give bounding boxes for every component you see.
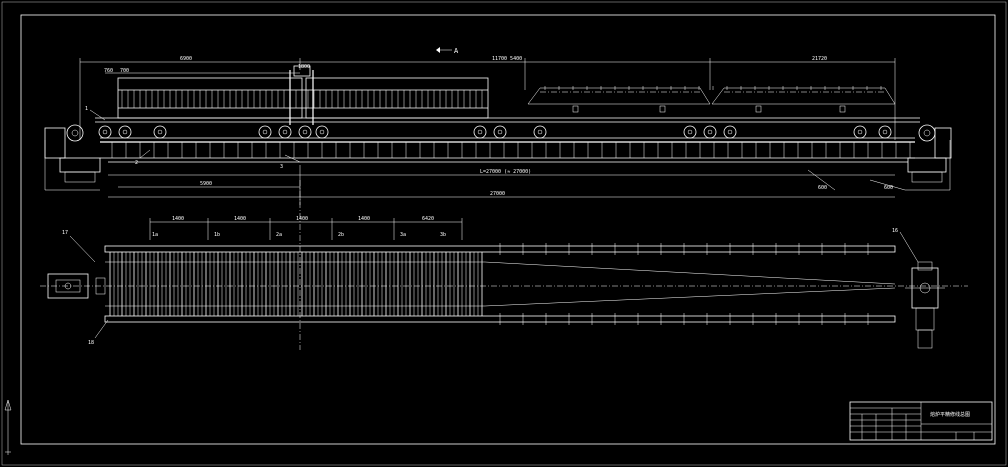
roller-hub (497, 129, 503, 135)
roller (153, 125, 167, 139)
roller (723, 125, 737, 139)
dim-bottom-left: 5900 (200, 181, 212, 187)
dim-mid-ref: 1800 (298, 64, 310, 70)
plan-dense-slats (109, 252, 483, 316)
plan-mark-6: 3b (440, 232, 446, 238)
roller-hub (882, 129, 888, 135)
roller-hub (282, 129, 288, 135)
roller-hub (537, 129, 543, 135)
callout-1: 1 (85, 106, 88, 112)
right-rack-ticks (544, 86, 882, 90)
ucs-axis-icon (4, 399, 12, 455)
roller-hub (262, 129, 268, 135)
roller (118, 125, 132, 139)
right-drive-unit (905, 124, 952, 191)
elevation-view: 6900 11700 5400 21720 760 700 1800 (44, 56, 952, 205)
conveyor-rails (95, 117, 920, 163)
plan-callouts: 17 16 18 (62, 228, 919, 346)
roller-hub (727, 129, 733, 135)
callout-18: 18 (88, 340, 94, 346)
base-frame-ticks (111, 142, 911, 158)
plan-mark-5: 3a (400, 232, 406, 238)
roller-hub (122, 129, 128, 135)
plan-dim-2: 1400 (234, 216, 246, 222)
plan-mark-3: 2a (276, 232, 282, 238)
plan-rail-ticks (499, 243, 869, 325)
rack-slats (121, 90, 483, 108)
dim-small-left-2: 700 (120, 68, 129, 74)
callout-3: 3 (280, 164, 283, 170)
roller-hub (707, 129, 713, 135)
dim-overall: 27000 (490, 191, 505, 197)
roller (315, 125, 329, 139)
conveyor-rollers (98, 125, 892, 139)
plan-view: 1400 1400 1400 1400 6420 1a 1b 2a 2b 3a … (40, 216, 968, 349)
title-block-drawing-title: 熔炉平精修线总图 (930, 411, 970, 418)
inner-frame (20, 14, 996, 445)
section-marker-label: A (454, 47, 459, 55)
roller-hub (857, 129, 863, 135)
dim-overall-note: L=27000 (≈ 27000) (480, 169, 531, 175)
left-rack-assembly (117, 65, 489, 125)
plan-mark-1: 1a (152, 232, 158, 238)
elevation-top-dimensions: 6900 11700 5400 21720 760 700 1800 (79, 56, 896, 140)
dim-small-left: 760 (104, 68, 113, 74)
roller (98, 125, 112, 139)
plan-mark-4: 2b (338, 232, 344, 238)
plan-dim-5: 6420 (422, 216, 434, 222)
roller-hub (477, 129, 483, 135)
dim-support-right: 600 (884, 185, 893, 191)
right-rack-assembly (527, 86, 896, 113)
section-marker: A (436, 47, 459, 55)
elevation-bottom-dimensions: 5900 L=27000 (≈ 27000) 27000 600 600 (108, 165, 906, 205)
elevation-callouts: 1 2 3 (85, 106, 301, 170)
plan-dim-1: 1400 (172, 216, 184, 222)
roller-hub (319, 129, 325, 135)
roller (533, 125, 547, 139)
roller (278, 125, 292, 139)
plan-dimensions: 1400 1400 1400 1400 6420 1a 1b 2a 2b 3a … (149, 216, 463, 240)
dim-right-span: 21720 (812, 56, 827, 62)
roller (853, 125, 867, 139)
plan-dim-4: 1400 (358, 216, 370, 222)
dim-support-left: 600 (818, 185, 827, 191)
plan-left-end-unit (47, 273, 106, 299)
roller-hub (102, 129, 108, 135)
callout-2: 2 (135, 160, 138, 166)
roller (298, 125, 312, 139)
roller (878, 125, 892, 139)
left-drive-unit (44, 124, 101, 191)
dim-left-span: 6900 (180, 56, 192, 62)
roller-hub (687, 129, 693, 135)
plan-dim-3: 1400 (296, 216, 308, 222)
plan-mark-2: 1b (214, 232, 220, 238)
roller (683, 125, 697, 139)
dim-middle-span: 11700 5400 (492, 56, 522, 62)
roller-hub (157, 129, 163, 135)
callout-16: 16 (892, 228, 898, 234)
roller (703, 125, 717, 139)
roller (493, 125, 507, 139)
plan-outline (40, 243, 968, 325)
roller (473, 125, 487, 139)
plan-right-end-unit (905, 261, 945, 349)
callout-17: 17 (62, 230, 68, 236)
title-block: 熔炉平精修线总图 (849, 401, 993, 441)
roller (258, 125, 272, 139)
roller-hub (302, 129, 308, 135)
